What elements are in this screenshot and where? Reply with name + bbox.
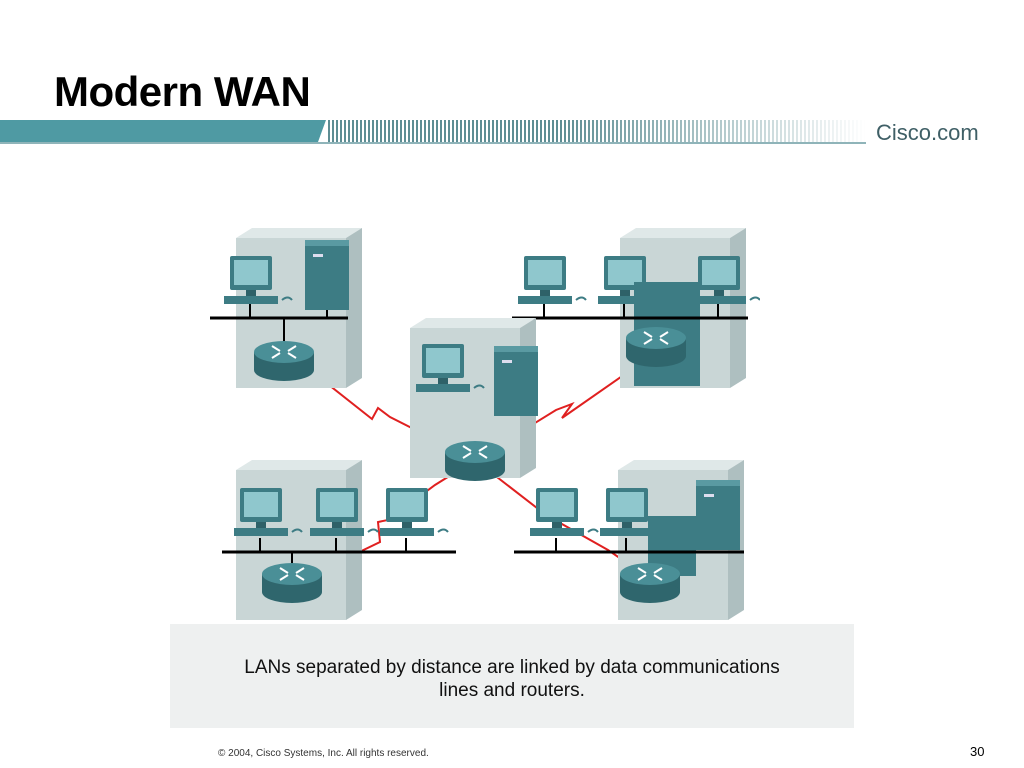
slide-title: Modern WAN	[54, 68, 311, 115]
copyright-notice: © 2004, Cisco Systems, Inc. All rights r…	[218, 748, 429, 759]
site-center	[410, 318, 538, 482]
site-bottom-right	[514, 460, 744, 620]
wan-link-bottom-left	[321, 459, 476, 571]
header-solid-band	[0, 120, 326, 142]
page-number: 30	[970, 744, 985, 759]
wan-diagram	[210, 228, 760, 620]
site-bottom-left	[222, 460, 456, 620]
header-bar	[0, 120, 866, 144]
site-top-right	[512, 228, 760, 388]
caption-box: LANs separated by distance are linked by…	[170, 624, 854, 728]
site-top-left	[210, 228, 362, 388]
cisco-brand-logo: Cisco.com	[876, 120, 979, 145]
diagram-caption: LANs separated by distance are linked by…	[244, 657, 780, 701]
